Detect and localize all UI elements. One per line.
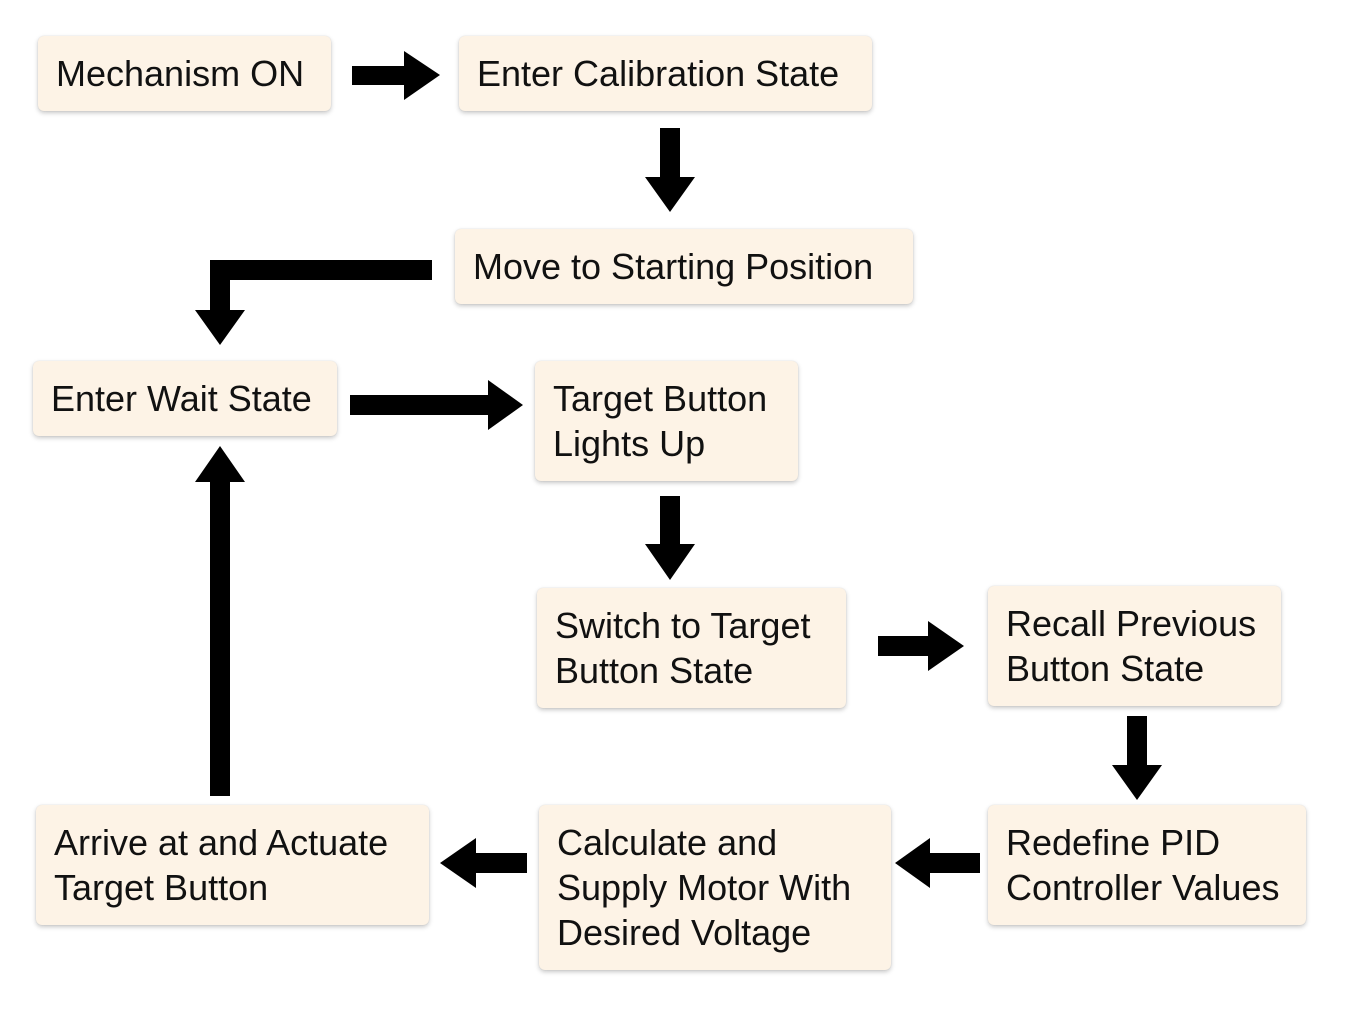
node-target-button-lights-up: Target Button Lights Up — [535, 361, 798, 481]
node-redefine-pid-controller-values: Redefine PID Controller Values — [988, 805, 1306, 925]
node-label: Lights Up — [553, 423, 706, 464]
arrow-switch-to-recall — [878, 621, 964, 671]
node-label: Desired Voltage — [557, 912, 812, 953]
node-arrive-at-and-actuate-target-button: Arrive at and Actuate Target Button — [36, 805, 429, 925]
node-label: Move to Starting Position — [473, 246, 874, 287]
arrow-arrive-to-wait — [195, 446, 245, 796]
arrow-calculate-to-arrive — [440, 838, 527, 888]
node-label: Arrive at and Actuate — [54, 822, 389, 863]
node-label: Supply Motor With — [557, 867, 852, 908]
node-label: Button State — [555, 650, 754, 691]
node-label: Target Button — [54, 867, 269, 908]
node-label: Redefine PID — [1006, 822, 1221, 863]
node-label: Recall Previous — [1006, 603, 1257, 644]
node-enter-wait-state: Enter Wait State — [33, 361, 337, 436]
arrow-calibration-to-move — [645, 128, 695, 212]
arrow-recall-to-pid — [1112, 716, 1162, 800]
arrow-mechanism-to-calibration — [352, 51, 440, 100]
node-enter-calibration-state: Enter Calibration State — [459, 36, 872, 111]
arrow-move-to-wait — [195, 260, 432, 345]
arrow-wait-to-target — [350, 380, 523, 430]
node-label: Target Button — [553, 378, 768, 419]
node-label: Calculate and — [557, 822, 778, 863]
node-label: Switch to Target — [555, 605, 811, 646]
node-label: Mechanism ON — [56, 53, 305, 94]
arrow-pid-to-calculate — [895, 838, 980, 888]
node-mechanism-on: Mechanism ON — [38, 36, 331, 111]
node-recall-previous-button-state: Recall Previous Button State — [988, 586, 1281, 706]
node-move-to-starting-position: Move to Starting Position — [455, 229, 913, 304]
node-label: Button State — [1006, 648, 1205, 689]
node-label: Enter Calibration State — [477, 53, 840, 94]
node-calculate-and-supply-motor: Calculate and Supply Motor With Desired … — [539, 805, 891, 970]
node-switch-to-target-button-state: Switch to Target Button State — [537, 588, 846, 708]
node-label: Controller Values — [1006, 867, 1280, 908]
arrow-target-to-switch — [645, 496, 695, 580]
node-label: Enter Wait State — [51, 378, 312, 419]
